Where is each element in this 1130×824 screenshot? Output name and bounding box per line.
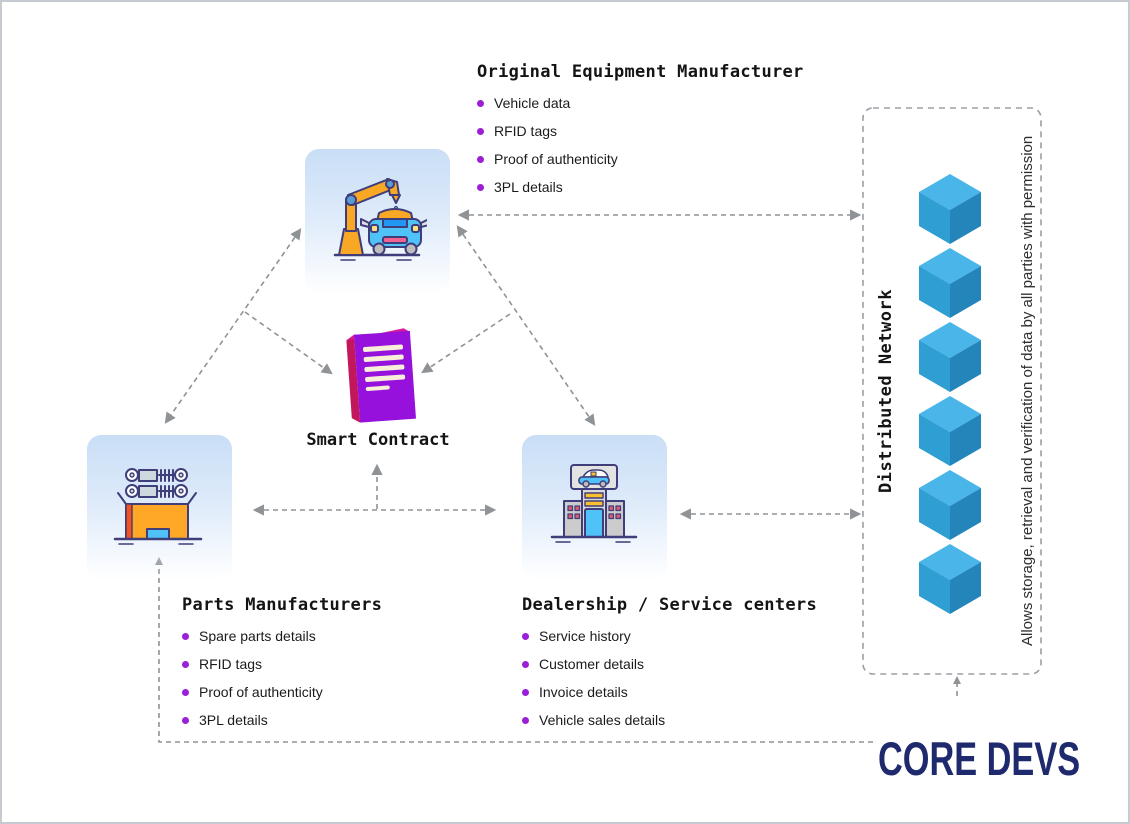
- bullet-dot-icon: [182, 632, 189, 640]
- list-item: RFID tags: [182, 656, 382, 672]
- dealership-bullet-list: Service history Customer details Invoice…: [522, 628, 817, 728]
- bullet-label: Invoice details: [539, 684, 628, 700]
- bullet-dot-icon: [522, 716, 529, 724]
- bullet-label: Spare parts details: [199, 628, 316, 644]
- parts-title: Parts Manufacturers: [182, 595, 383, 615]
- list-item: Invoice details: [522, 684, 817, 700]
- bullet-label: RFID tags: [494, 123, 558, 139]
- bullet-label: Vehicle data: [494, 95, 571, 111]
- distributed-network-title: Distributed Network: [876, 289, 896, 493]
- blockchain-cube-icon: [919, 396, 981, 466]
- parts-text-block: Parts Manufacturers Spare parts details …: [182, 595, 382, 740]
- bullet-label: Proof of authenticity: [199, 684, 323, 700]
- core-devs-logo: CORE DEVS: [874, 696, 1126, 820]
- blockchain-cube-icon: [919, 544, 981, 614]
- parts-bullet-list: Spare parts details RFID tags Proof of a…: [182, 628, 382, 728]
- logo-wordmark: CORE DEVS: [878, 731, 1081, 785]
- bullet-label: Proof of authenticity: [494, 151, 618, 167]
- factory-robot-arm-icon: [333, 178, 427, 261]
- list-item: Spare parts details: [182, 628, 382, 644]
- bullet-label: Service history: [539, 628, 631, 644]
- bullet-dot-icon: [182, 688, 189, 696]
- blockchain-cube-stack: [918, 173, 982, 615]
- bullet-dot-icon: [477, 99, 484, 107]
- list-item: Vehicle sales details: [522, 712, 817, 728]
- spare-parts-box-icon: [113, 468, 203, 545]
- oem-title: Original Equipment Manufacturer: [477, 62, 804, 82]
- bullet-label: Vehicle sales details: [539, 712, 666, 728]
- list-item: Customer details: [522, 656, 817, 672]
- bullet-dot-icon: [182, 716, 189, 724]
- bullet-dot-icon: [477, 183, 484, 191]
- list-item: Proof of authenticity: [182, 684, 382, 700]
- list-item: 3PL details: [477, 179, 804, 195]
- bullet-dot-icon: [522, 688, 529, 696]
- list-item: Proof of authenticity: [477, 151, 804, 167]
- bullet-dot-icon: [522, 660, 529, 668]
- list-item: 3PL details: [182, 712, 382, 728]
- arrow-oem-parts: [164, 228, 302, 424]
- dealership-node-box: [522, 435, 667, 580]
- arrowhead-network-bottom: [953, 676, 961, 684]
- blockchain-cube-icon: [919, 470, 981, 540]
- parts-node-box: [87, 435, 232, 580]
- smart-contract-document-icon: [346, 328, 416, 423]
- oem-bullet-list: Vehicle data RFID tags Proof of authenti…: [477, 95, 804, 195]
- oem-text-block: Original Equipment Manufacturer Vehicle …: [477, 62, 804, 207]
- arrow-left-to-smart-contract: [244, 311, 333, 375]
- dealership-building-icon: [550, 464, 638, 543]
- dealership-text-block: Dealership / Service centers Service his…: [522, 595, 817, 740]
- bullet-dot-icon: [477, 155, 484, 163]
- bullet-label: 3PL details: [494, 179, 563, 195]
- smart-contract-title: Smart Contract: [306, 430, 450, 450]
- dashed-border: [862, 107, 1042, 675]
- oem-node-box: [305, 149, 450, 294]
- bullet-label: 3PL details: [199, 712, 268, 728]
- list-item: RFID tags: [477, 123, 804, 139]
- bullet-label: Customer details: [539, 656, 645, 672]
- list-item: Service history: [522, 628, 817, 644]
- blockchain-cube-icon: [919, 322, 981, 392]
- distributed-network-panel: Distributed Network: [862, 107, 1042, 675]
- bullet-dot-icon: [522, 632, 529, 640]
- arrow-right-to-smart-contract: [421, 313, 511, 374]
- list-item: Vehicle data: [477, 95, 804, 111]
- distributed-network-note: Allows storage, retrieval and verificati…: [1019, 135, 1036, 647]
- blockchain-cube-icon: [919, 174, 981, 244]
- blockchain-cube-icon: [919, 248, 981, 318]
- smart-contract-node: [343, 328, 419, 431]
- dealership-title: Dealership / Service centers: [522, 595, 817, 615]
- bullet-dot-icon: [477, 127, 484, 135]
- bullet-dot-icon: [182, 660, 189, 668]
- arrow-oem-dealership: [456, 225, 596, 426]
- bullet-label: RFID tags: [199, 656, 263, 672]
